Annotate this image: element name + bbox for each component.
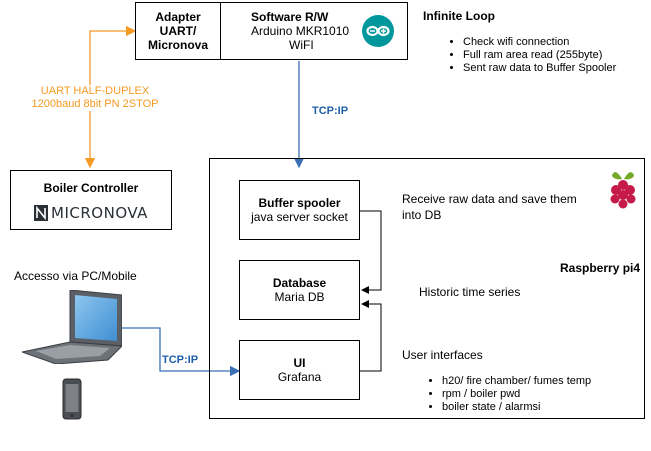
database-note: Historic time series xyxy=(419,285,521,299)
infinite-loop-list: Check wifi connection Full ram area read… xyxy=(447,36,616,75)
buffer-title: Buffer spooler xyxy=(258,196,341,210)
software-line2: WiFI xyxy=(289,38,314,52)
uart-label-line1: UART HALF-DUPLEX xyxy=(40,85,150,97)
adapter-box: Adapter UART/ Micronova xyxy=(135,2,221,60)
list-item: h20/ fire chamber/ fumes temp xyxy=(442,375,591,388)
raspberry-logo-icon xyxy=(610,172,636,209)
access-label: Accesso via PC/Mobile xyxy=(14,269,137,283)
uart-connector xyxy=(84,25,137,169)
software-title: Software R/W xyxy=(251,10,329,24)
boiler-controller-box: Boiler Controller MICRONOVA xyxy=(10,170,172,230)
buffer-note-line1: Receive raw data and save them xyxy=(402,192,577,206)
micronova-logo: MICRONOVA xyxy=(34,204,148,222)
micronova-logo-text: MICRONOVA xyxy=(51,204,148,222)
ui-title: UI xyxy=(293,356,306,370)
arduino-logo-icon xyxy=(362,15,394,47)
uart-label-line2: 1200baud 8bit PN 2STOP xyxy=(31,98,159,110)
micronova-n-icon xyxy=(34,205,49,221)
ui-note-list: h20/ fire chamber/ fumes temp rpm / boil… xyxy=(426,375,591,414)
tcp-label-left: TCP:IP xyxy=(162,354,199,366)
ui-to-db-connector xyxy=(360,300,382,372)
uart-label: UART HALF-DUPLEX 1200baud 8bit PN 2STOP xyxy=(20,85,170,111)
list-item: boiler state / alarmsi xyxy=(442,401,591,414)
raspberry-label: Raspberry pi4 xyxy=(560,261,641,275)
phone-icon xyxy=(62,378,82,420)
adapter-title-1: Adapter xyxy=(155,10,201,24)
ui-note-title: User interfaces xyxy=(402,348,483,362)
list-item: Full ram area read (255byte) xyxy=(463,49,616,62)
laptop-icon xyxy=(22,290,122,364)
tcp-connector-left xyxy=(120,327,241,377)
list-item: Sent raw data to Buffer Spooler xyxy=(463,62,616,75)
software-line1: Arduino MKR1010 xyxy=(251,24,350,38)
buffer-sub: java server socket xyxy=(251,210,348,224)
ui-box: UI Grafana xyxy=(239,340,360,400)
list-item: rpm / boiler pwd xyxy=(442,388,591,401)
infinite-loop-title: Infinite Loop xyxy=(423,9,495,23)
boiler-title: Boiler Controller xyxy=(43,181,139,195)
buffer-spooler-box: Buffer spooler java server socket xyxy=(239,180,360,240)
software-box: Software R/W Arduino MKR1010 WiFI xyxy=(220,2,408,60)
database-title: Database xyxy=(272,276,327,290)
tcp-label-top: TCP:IP xyxy=(312,105,349,117)
database-box: Database Maria DB xyxy=(239,260,360,320)
database-sub: Maria DB xyxy=(274,290,325,304)
buffer-note-line2: into DB xyxy=(402,208,442,222)
buffer-to-db-connector xyxy=(360,210,382,294)
buffer-note: Receive raw data and save them into DB xyxy=(402,192,577,222)
list-item: Check wifi connection xyxy=(463,36,616,49)
adapter-title-2: UART/ xyxy=(159,24,197,38)
adapter-title-3: Micronova xyxy=(147,38,208,52)
ui-sub: Grafana xyxy=(277,370,322,384)
raspberry-container xyxy=(209,158,645,419)
